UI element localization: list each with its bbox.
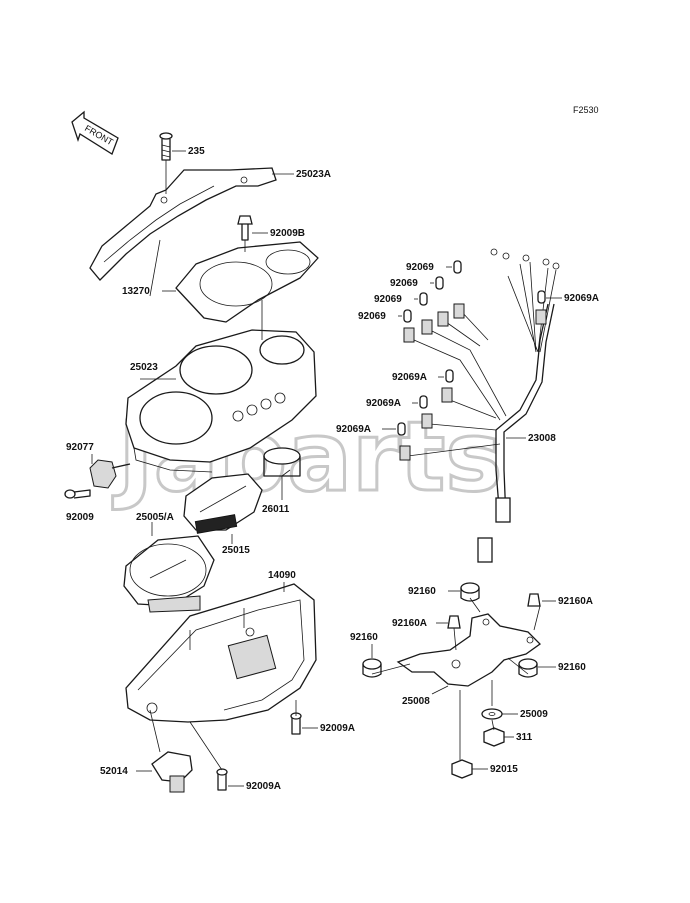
collar-92160A-2: [527, 593, 541, 607]
label-25009: 25009: [520, 709, 548, 720]
label-25023: 25023: [130, 362, 158, 373]
grommet-92160-2: [362, 658, 382, 678]
bracket-25008: [396, 613, 542, 687]
label-92160A-2: 92160A: [558, 596, 593, 607]
bulb-92069A-3: [419, 395, 428, 409]
label-92069A-1: 92069A: [564, 293, 599, 304]
label-92077: 92077: [66, 442, 94, 453]
bracket-25023A: [89, 167, 277, 281]
label-311: 311: [516, 732, 533, 743]
bulb-92069-2: [435, 276, 444, 290]
label-52014: 52014: [100, 766, 128, 777]
socket-52014: [151, 751, 193, 793]
label-92009: 92009: [66, 512, 94, 523]
label-92069-2: 92069: [390, 278, 418, 289]
front-arrow-icon: FRONT: [71, 110, 119, 155]
label-92069A-3: 92069A: [366, 398, 401, 409]
bulb-92069A-1: [537, 290, 546, 304]
label-92069A-2: 92069A: [392, 372, 427, 383]
label-92069-3: 92069: [374, 294, 402, 305]
label-92015: 92015: [490, 764, 518, 775]
label-25008: 25008: [402, 696, 430, 707]
label-92009B: 92009B: [270, 228, 305, 239]
bulb-92069-4: [403, 309, 412, 323]
label-23008: 23008: [528, 433, 556, 444]
label-13270: 13270: [122, 286, 150, 297]
bulb-92069-1: [453, 260, 462, 274]
knob-92077: [89, 459, 131, 489]
diagram-code: F2530: [573, 105, 599, 115]
nut-311: [483, 727, 505, 747]
label-92160-2: 92160: [350, 632, 378, 643]
label-92009A-1: 92009A: [320, 723, 355, 734]
label-25005A: 25005/A: [136, 512, 174, 523]
label-26011: 26011: [262, 504, 290, 515]
case-14090: [125, 583, 317, 723]
collar-92160A-1: [447, 615, 461, 629]
label-25023A: 25023A: [296, 169, 331, 180]
label-92160-1: 92160: [408, 586, 436, 597]
bulb-92069A-4: [397, 422, 406, 436]
screw-92009B: [237, 215, 253, 241]
grommet-92160-3: [518, 658, 538, 678]
label-14090: 14090: [268, 570, 296, 581]
label-92009A-2: 92009A: [246, 781, 281, 792]
label-25015: 25015: [222, 545, 250, 556]
label-92160A-1: 92160A: [392, 618, 427, 629]
screw-235: [159, 132, 173, 161]
meter-25015: [183, 473, 263, 534]
label-92160-3: 92160: [558, 662, 586, 673]
meter-cover-25023: [125, 329, 317, 473]
harness-23008: [399, 248, 560, 563]
gasket-13270: [175, 241, 319, 323]
grommet-92160-1: [460, 582, 480, 602]
label-92069A-4: 92069A: [336, 424, 371, 435]
label-92069-1: 92069: [406, 262, 434, 273]
screw-92009: [64, 489, 91, 499]
bulb-92069-3: [419, 292, 428, 306]
screw-92009A-1: [290, 712, 302, 735]
label-235: 235: [188, 146, 205, 157]
washer-25009: [481, 708, 503, 720]
screw-92009A-2: [216, 768, 228, 791]
meter-25005A: [123, 535, 215, 613]
nut-92015: [451, 759, 473, 779]
label-92069-4: 92069: [358, 311, 386, 322]
bulb-92069A-2: [445, 369, 454, 383]
